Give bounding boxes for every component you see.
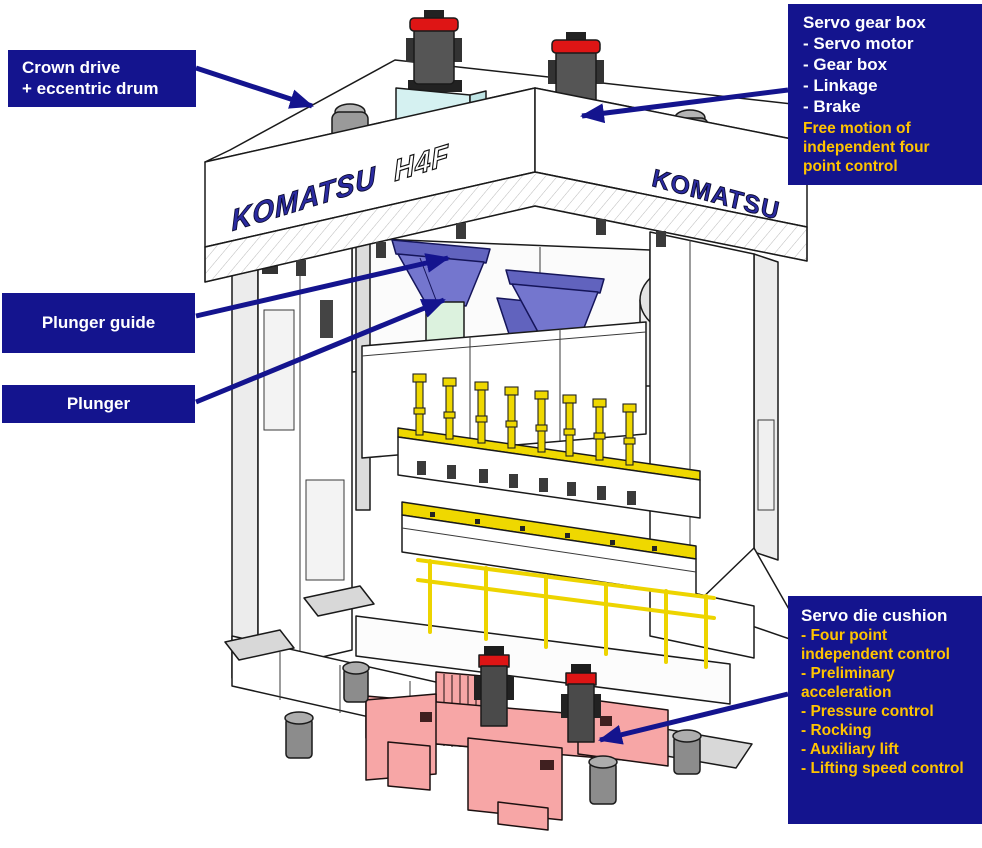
arrow-plunger	[195, 297, 446, 405]
safety-railing	[416, 558, 716, 669]
cushion-pin	[412, 373, 427, 436]
cushion-servo-motor-right	[561, 664, 601, 743]
callout-item: - Pressure control	[801, 703, 934, 720]
servo-motor-cap-right	[551, 39, 601, 54]
callout-item: - Linkage	[803, 76, 878, 95]
cushion-pin	[592, 398, 607, 461]
callout-arrows	[195, 65, 789, 745]
cushion-pin	[562, 394, 577, 457]
cushion-servo-motor-left	[474, 646, 514, 727]
callout-item: - Auxiliary lift	[801, 741, 899, 758]
cushion-pin	[622, 403, 637, 466]
moving-bolster	[401, 501, 697, 597]
machine-foot	[342, 661, 370, 703]
callout-crown-drive-line2: + eccentric drum	[22, 79, 159, 98]
machine-feet	[284, 661, 702, 805]
machine-foot	[588, 755, 618, 805]
callout-item: - Lifting speed control	[801, 760, 964, 777]
callout-item: - Servo motor	[803, 34, 914, 53]
cushion-pin	[534, 390, 549, 453]
callout-servo-gear-box: Servo gear box - Servo motor - Gear box …	[788, 4, 982, 185]
press-machine: KOMATSU H4F KOMATSU	[195, 10, 811, 831]
cushion-pin	[474, 381, 489, 444]
callout-item: - Four point independent control	[801, 627, 950, 663]
step-plate	[224, 629, 295, 661]
arrow-plunger-guide	[195, 253, 450, 319]
callout-plunger-text: Plunger	[66, 394, 131, 413]
crown-truss	[204, 171, 808, 283]
plunger-guide-right	[505, 269, 605, 339]
cushion-pins	[412, 373, 637, 505]
arrow-servo-die-cushion	[598, 691, 789, 745]
step-plate	[303, 585, 375, 617]
servo-motor-cap-left	[409, 17, 459, 32]
callout-item: - Rocking	[801, 722, 872, 739]
cushion-pin	[504, 386, 519, 449]
machine-foot	[672, 729, 702, 775]
callout-item: - Gear box	[803, 55, 888, 74]
callout-servo-gear-box-title: Servo gear box	[803, 13, 926, 32]
callout-item: - Brake	[803, 97, 861, 116]
callout-plunger-guide-text: Plunger guide	[41, 313, 156, 332]
pin-platform-face	[397, 436, 701, 519]
right-bed-block	[649, 583, 755, 659]
machine-foot	[284, 711, 314, 759]
arrow-servo-gear-box	[580, 87, 789, 124]
arrow-crown-drive	[195, 65, 314, 109]
slide	[361, 321, 647, 459]
callout-servo-die-cushion-title: Servo die cushion	[801, 606, 948, 625]
callout-plunger-guide: Plunger guide	[2, 293, 195, 353]
cushion-pin	[442, 377, 457, 440]
servo-die-cushion-assembly	[365, 646, 669, 831]
callout-plunger: Plunger	[2, 385, 195, 423]
callout-servo-die-cushion: Servo die cushion - Four point independe…	[788, 596, 982, 824]
callout-servo-gear-box-note: Free motion of independent four point co…	[803, 120, 930, 175]
servo-motor-left	[413, 27, 455, 85]
callout-item: - Preliminary acceleration	[801, 665, 895, 701]
callout-crown-drive-line1: Crown drive	[22, 58, 121, 77]
callout-crown-drive: Crown drive + eccentric drum	[8, 50, 196, 107]
